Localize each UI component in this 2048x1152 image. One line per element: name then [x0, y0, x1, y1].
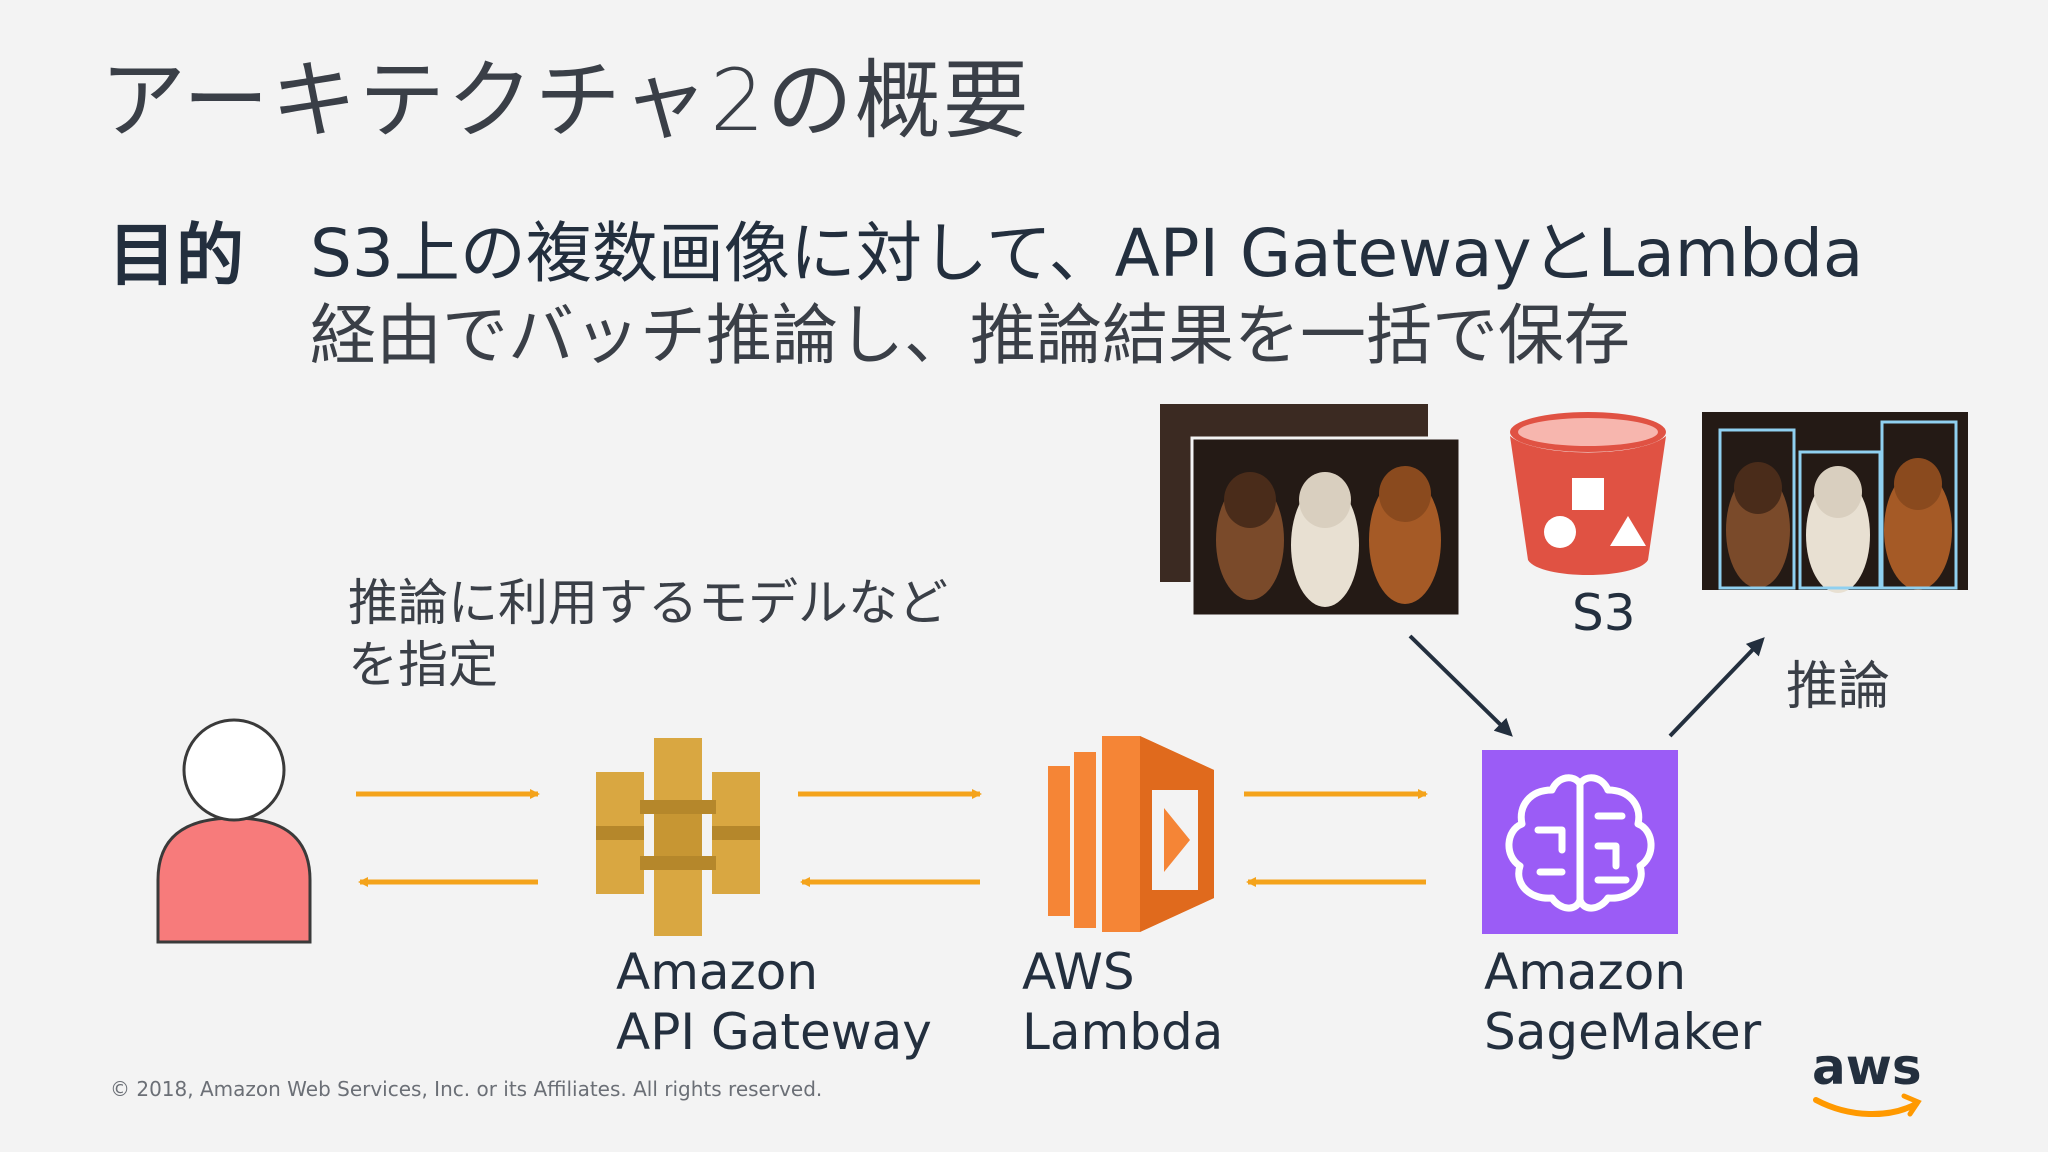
lambda-label: AWS Lambda: [1022, 942, 1223, 1062]
purpose-text-line2: 経由でバッチ推論し、推論結果を一括で保存: [310, 297, 1630, 374]
sagemaker-label: Amazon SageMaker: [1484, 942, 1761, 1062]
input-images: [1160, 404, 1462, 618]
user-icon: [156, 718, 312, 944]
dog-photo: [1216, 466, 1441, 607]
api-gateway-label-line1: Amazon: [616, 943, 819, 1001]
aws-logo-text: aws: [1812, 1038, 1922, 1096]
detection-box: [1798, 450, 1882, 590]
aws-logo: aws: [1812, 1038, 1922, 1096]
model-note: 推論に利用するモデルなど を指定: [348, 574, 948, 694]
sagemaker-label-line1: Amazon: [1484, 943, 1687, 1001]
slide-title: アーキテクチャ2の概要: [100, 51, 1031, 151]
sagemaker-label-line2: SageMaker: [1484, 1003, 1762, 1061]
aws-logo-smile: [1813, 1093, 1922, 1118]
s3-bucket-icon: [1510, 412, 1666, 575]
arrow-sagemaker-to-output: [1668, 637, 1765, 738]
purpose-text-line1: S3上の複数画像に対して、API GatewayとLambda: [310, 215, 1864, 292]
copyright-notice: © 2018, Amazon Web Services, Inc. or its…: [110, 1077, 823, 1101]
arrow-s3-to-sagemaker: [1408, 634, 1513, 737]
s3-label: S3: [1572, 584, 1636, 642]
detection-box: [1880, 420, 1958, 590]
output-image-with-detections: [1702, 412, 1968, 593]
inference-label: 推論: [1786, 657, 1891, 717]
sagemaker-brain-icon: [1482, 750, 1678, 934]
lambda-label-line1: AWS: [1022, 943, 1135, 1001]
lambda-label-line2: Lambda: [1022, 1003, 1224, 1061]
lambda-icon: [1048, 736, 1214, 932]
purpose-label: 目的: [108, 217, 245, 296]
detection-box: [1718, 428, 1796, 590]
api-gateway-icon: [596, 738, 760, 936]
api-gateway-label-line2: API Gateway: [616, 1003, 932, 1061]
api-gateway-label: Amazon API Gateway: [616, 942, 932, 1062]
